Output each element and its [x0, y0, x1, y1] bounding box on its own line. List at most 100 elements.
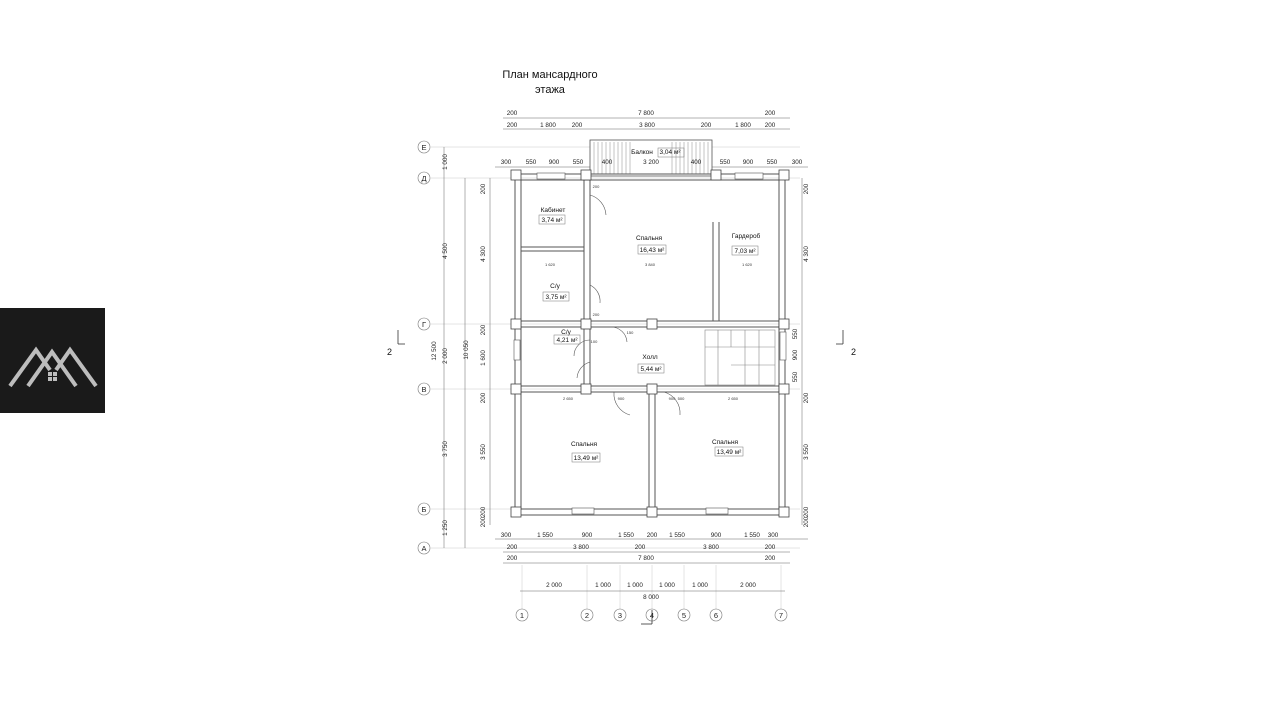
- dim-int-4: 3 840: [645, 262, 656, 267]
- dim-top-row2-4: 3 800: [639, 122, 655, 129]
- dim-left-inner-5: 200: [480, 392, 487, 403]
- dim-top-row3-7: 400: [691, 159, 702, 166]
- dim-right-8: 200: [803, 506, 810, 517]
- dim-top-row2-3: 200: [572, 122, 583, 129]
- section-marks: [397, 330, 844, 625]
- axis-row-e: Е: [421, 143, 426, 152]
- dim-top-row3-4: 550: [573, 159, 584, 166]
- axis-row-b: Б: [422, 505, 427, 514]
- dim-bot-row3-2: 7 800: [638, 555, 654, 562]
- room-bedroom2-name: Спальня: [571, 441, 598, 448]
- dim-bot-row3-1: 200: [507, 555, 518, 562]
- dim-bot-axis-5: 1 000: [692, 582, 708, 589]
- axis-bubbles: [417, 140, 788, 622]
- axis-col-5: 5: [682, 611, 686, 620]
- dim-top-row3-3: 900: [549, 159, 560, 166]
- dim-top-row3-8: 550: [720, 159, 731, 166]
- axis-row-v: В: [421, 385, 426, 394]
- dim-int-8: 900: [618, 396, 625, 401]
- balcony: [589, 139, 713, 177]
- dim-bot-row1-4: 1 550: [618, 532, 634, 539]
- dim-int-10: 500: [678, 396, 685, 401]
- axis-col-6: 6: [714, 611, 718, 620]
- dim-top-row3-11: 300: [792, 159, 803, 166]
- dim-int-5: 1 620: [742, 262, 753, 267]
- dim-bot-row2-1: 200: [507, 544, 518, 551]
- room-study-area: 3,74 м²: [541, 217, 563, 224]
- dim-left-inner-8: 200: [480, 516, 487, 527]
- dim-bot-axis-1: 2 000: [546, 582, 562, 589]
- dim-right-1: 200: [803, 183, 810, 194]
- dim-int-9: 900: [669, 396, 676, 401]
- dim-bot-axis-3: 1 000: [627, 582, 643, 589]
- dim-left-outer-total: 12 500: [431, 341, 438, 361]
- dim-right-6: 200: [803, 392, 810, 403]
- dim-int-1: 200: [593, 184, 600, 189]
- section-mark-right: 2: [851, 347, 856, 357]
- doors: [573, 194, 681, 416]
- room-study-name: Кабинет: [541, 206, 566, 214]
- dim-right-2: 4 300: [803, 246, 810, 262]
- dim-left-outer-1: 1 000: [442, 154, 449, 170]
- dim-int-11: 150: [627, 330, 634, 335]
- house-roof-logo-icon: [8, 346, 98, 388]
- dim-top-row3-2: 550: [526, 159, 537, 166]
- dim-left-inner-3: 200: [480, 324, 487, 335]
- plan-title-line2: этажа: [535, 84, 565, 96]
- dim-bot-axis-2: 1 000: [595, 582, 611, 589]
- dim-left-outer-2: 4 500: [442, 243, 449, 259]
- staircase: [704, 329, 776, 386]
- dim-right-4: 900: [792, 349, 799, 360]
- dim-top-row2-2: 1 800: [540, 122, 556, 129]
- dim-left-inner-6: 3 550: [480, 444, 487, 460]
- room-bedroom1-area: 16,43 м²: [640, 247, 666, 254]
- plan-title-line1: План мансардного: [502, 69, 598, 81]
- dim-top-row3-6: 3 200: [643, 159, 659, 166]
- dim-top-row2-1: 200: [507, 122, 518, 129]
- dim-top-row3-1: 300: [501, 159, 512, 166]
- axis-row-a: А: [421, 544, 426, 553]
- dim-left-mid-total: 10 050: [463, 340, 470, 360]
- dim-left-inner-4: 1 600: [480, 350, 487, 366]
- dim-left-outer-3: 2 000: [442, 348, 449, 364]
- dim-top-row2-6: 1 800: [735, 122, 751, 129]
- dim-top-row2-5: 200: [701, 122, 712, 129]
- dim-top-row3-9: 900: [743, 159, 754, 166]
- dim-top-total: 7 800: [638, 110, 654, 117]
- axis-col-1: 1: [520, 611, 524, 620]
- room-bedroom2-area: 13,49 м²: [574, 455, 600, 462]
- dim-bot-row2-4: 3 800: [703, 544, 719, 551]
- dim-bot-axis-4: 1 000: [659, 582, 675, 589]
- dim-right-3: 550: [792, 328, 799, 339]
- axis-row-d: Д: [421, 174, 426, 183]
- dim-left-outer-4: 3 750: [442, 441, 449, 457]
- dim-right-9: 200: [803, 516, 810, 527]
- room-bedroom1-name: Спальня: [636, 235, 663, 242]
- room-bath2-area: 4,21 м²: [556, 337, 578, 344]
- room-bath2-name: С/у: [561, 329, 572, 336]
- room-bath1-name: С/у: [550, 283, 561, 290]
- grid-lines: [431, 146, 800, 610]
- dim-bot-row1-2: 1 550: [537, 532, 553, 539]
- axis-col-2: 2: [585, 611, 589, 620]
- axis-col-7: 7: [779, 611, 783, 620]
- room-bath1-area: 3,75 м²: [545, 294, 567, 301]
- dim-bot-row1-5: 200: [647, 532, 658, 539]
- room-hall-area: 5,44 м²: [640, 366, 662, 373]
- dim-bot-row2-5: 200: [765, 544, 776, 551]
- dim-top-row2-7: 200: [765, 122, 776, 129]
- dim-bot-row1-6: 1 550: [669, 532, 685, 539]
- dim-right-5: 550: [792, 371, 799, 382]
- corner-posts: [510, 169, 790, 518]
- dimension-lines: [443, 117, 808, 592]
- dim-bot-row2-3: 200: [635, 544, 646, 551]
- axis-row-g: Г: [422, 320, 426, 329]
- section-mark-left: 2: [387, 347, 392, 357]
- dim-int-2: 200: [593, 312, 600, 317]
- dim-bot-row1-8: 1 550: [744, 532, 760, 539]
- room-wardrobe-name: Гардероб: [732, 232, 761, 240]
- dim-bot-row1-7: 900: [711, 532, 722, 539]
- dim-left-inner-7: 200: [480, 506, 487, 517]
- room-wardrobe-area: 7,03 м²: [734, 248, 756, 255]
